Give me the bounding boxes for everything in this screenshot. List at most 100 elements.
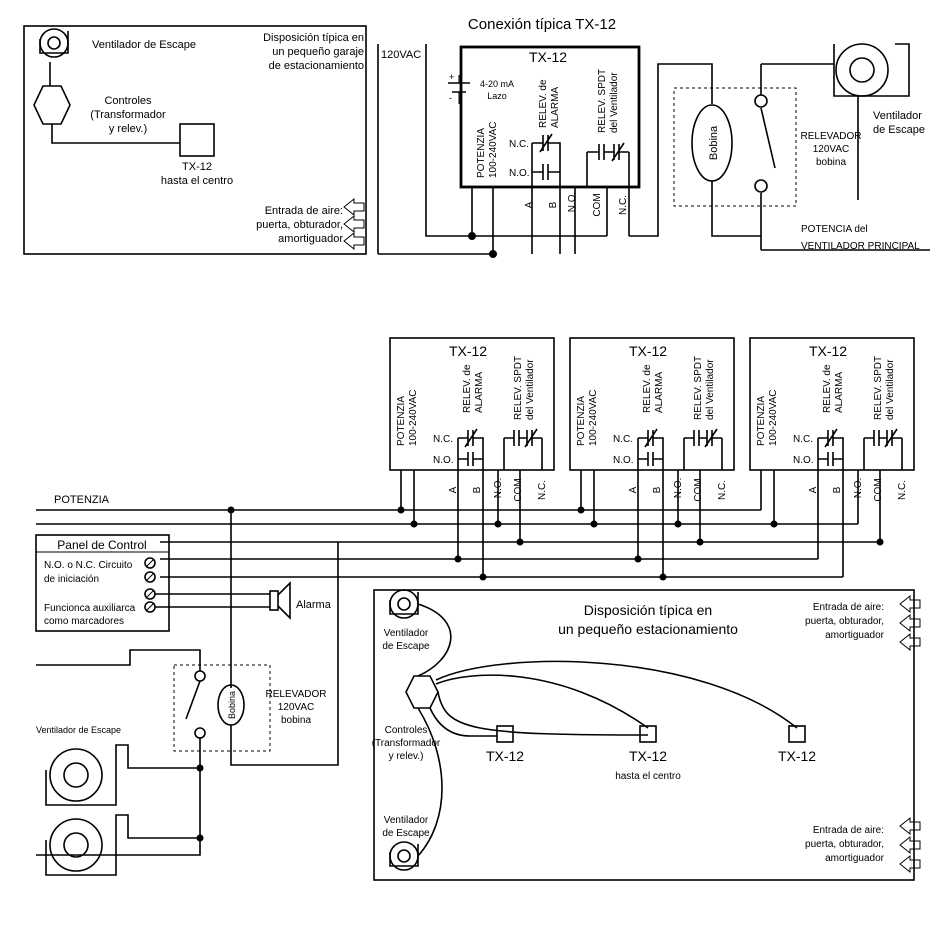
svg-text:B: B xyxy=(472,486,483,493)
svg-text:RELEV. de: RELEV. de xyxy=(462,364,473,413)
svg-text:del Ventilador: del Ventilador xyxy=(525,359,536,420)
top-wiring-diagram: Conexión típica TX-12 120VAC TX-12 + - 4… xyxy=(377,16,930,258)
exhaust-fan-icon xyxy=(389,589,419,619)
svg-text:ALARMA: ALARMA xyxy=(834,372,845,413)
svg-text:TX-12: TX-12 xyxy=(629,343,667,359)
svg-text:POTENZIA: POTENZIA xyxy=(576,396,587,446)
svg-text:POTENCIA del: POTENCIA del xyxy=(801,224,868,235)
svg-text:B: B xyxy=(652,486,663,493)
svg-text:RELEV. SPDT: RELEV. SPDT xyxy=(873,356,884,420)
svg-text:100-240VAC: 100-240VAC xyxy=(588,389,599,446)
exhaust-fan-icon xyxy=(833,43,910,97)
svg-text:del Ventilador: del Ventilador xyxy=(885,359,896,420)
svg-text:ALARMA: ALARMA xyxy=(654,372,665,413)
svg-text:N.O.: N.O. xyxy=(433,455,454,466)
controls-hexagon-icon xyxy=(33,85,71,125)
svg-text:A: A xyxy=(808,486,819,493)
svg-text:del Ventilador: del Ventilador xyxy=(705,359,716,420)
svg-text:100-240VAC: 100-240VAC xyxy=(488,121,499,178)
svg-text:120VAC: 120VAC xyxy=(813,144,850,155)
svg-text:RELEV. de: RELEV. de xyxy=(642,364,653,413)
svg-text:N.O.: N.O. xyxy=(673,478,684,499)
exhaust-fan-icon xyxy=(45,814,200,876)
controls-hexagon-icon xyxy=(405,675,439,709)
svg-text:120VAC: 120VAC xyxy=(278,702,315,713)
svg-text:TX-12: TX-12 xyxy=(182,161,212,173)
svg-text:N.O.: N.O. xyxy=(613,455,634,466)
svg-text:Ventilador: Ventilador xyxy=(873,110,922,122)
fan-label: Ventilador de Escape xyxy=(92,39,196,51)
svg-text:RELEV. SPDT: RELEV. SPDT xyxy=(513,356,524,420)
svg-text:Entrada de aire:: Entrada de aire: xyxy=(813,825,884,836)
svg-text:RELEVADOR: RELEVADOR xyxy=(801,131,862,142)
svg-text:TX-12: TX-12 xyxy=(629,748,667,764)
svg-text:Ventilador: Ventilador xyxy=(384,628,429,639)
svg-text:bobina: bobina xyxy=(816,157,846,168)
air-inlet-arrow-icon xyxy=(899,817,921,835)
alarm-horn-icon: Alarma xyxy=(269,581,332,620)
svg-text:bobina: bobina xyxy=(281,715,311,726)
svg-text:100-240VAC: 100-240VAC xyxy=(408,389,419,446)
svg-text:Ventilador: Ventilador xyxy=(384,815,429,826)
svg-text:amortiguador: amortiguador xyxy=(278,233,343,245)
tx12-device xyxy=(459,45,641,189)
svg-text:como marcadores: como marcadores xyxy=(44,616,124,627)
svg-text:y relev.): y relev.) xyxy=(109,123,147,135)
svg-text:Bobina: Bobina xyxy=(708,125,720,160)
exhaust-fan-icon xyxy=(45,744,200,806)
svg-text:N.C.: N.C. xyxy=(618,195,629,215)
svg-text:COM: COM xyxy=(693,478,704,501)
svg-text:puerta, obturador,: puerta, obturador, xyxy=(256,219,343,231)
svg-text:un pequeño estacionamiento: un pequeño estacionamiento xyxy=(558,621,738,637)
svg-text:A: A xyxy=(448,486,459,493)
svg-text:un pequeño garaje: un pequeño garaje xyxy=(272,46,364,58)
svg-text:Lazo: Lazo xyxy=(487,91,507,101)
svg-text:4-20 mA: 4-20 mA xyxy=(480,79,514,89)
svg-text:N.O.: N.O. xyxy=(853,478,864,499)
svg-text:N.C.: N.C. xyxy=(537,480,548,500)
top-layout-panel: Ventilador de Escape Disposición típica … xyxy=(23,25,367,255)
svg-text:Entrada de aire:: Entrada de aire: xyxy=(813,602,884,613)
svg-text:N.C.: N.C. xyxy=(793,434,813,445)
svg-text:RELEV. SPDT: RELEV. SPDT xyxy=(693,356,704,420)
svg-text:N.C.: N.C. xyxy=(433,434,453,445)
svg-text:puerta, obturador,: puerta, obturador, xyxy=(805,616,884,627)
svg-text:TX-12: TX-12 xyxy=(809,343,847,359)
svg-text:POTENZIA: POTENZIA xyxy=(476,128,487,178)
tx12-sensor-icon xyxy=(788,725,806,743)
svg-text:N.C.: N.C. xyxy=(509,139,529,150)
svg-text:ALARMA: ALARMA xyxy=(550,87,561,128)
svg-text:hasta el centro: hasta el centro xyxy=(161,175,233,187)
svg-text:RELEV. de: RELEV. de xyxy=(538,79,549,128)
power-buses: POTENZIA xyxy=(36,494,884,581)
svg-text:100-240VAC: 100-240VAC xyxy=(768,389,779,446)
svg-text:Controles: Controles xyxy=(104,95,152,107)
svg-text:TX-12: TX-12 xyxy=(529,49,567,65)
svg-text:Bobina: Bobina xyxy=(227,691,237,719)
svg-text:COM: COM xyxy=(513,478,524,501)
svg-text:Ventilador de Escape: Ventilador de Escape xyxy=(36,725,121,735)
svg-text:de Escape: de Escape xyxy=(873,124,925,136)
svg-text:TX-12: TX-12 xyxy=(486,748,524,764)
svg-text:POTENZIA: POTENZIA xyxy=(54,494,110,506)
svg-text:y relev.): y relev.) xyxy=(389,751,424,762)
tx12-sensor-icon xyxy=(639,725,657,743)
svg-text:N.O. o N.C. Circuito: N.O. o N.C. Circuito xyxy=(44,560,133,571)
svg-text:N.C.: N.C. xyxy=(717,480,728,500)
svg-text:-: - xyxy=(449,93,452,103)
air-inlet-arrow-icon xyxy=(343,198,365,216)
svg-text:+: + xyxy=(449,72,454,82)
tx12-sensor-icon xyxy=(179,123,215,157)
svg-text:TX-12: TX-12 xyxy=(778,748,816,764)
svg-text:de iniciación: de iniciación xyxy=(44,574,99,585)
svg-text:(Transformador: (Transformador xyxy=(372,738,441,749)
svg-text:hasta el centro: hasta el centro xyxy=(615,771,681,782)
svg-text:B: B xyxy=(832,486,843,493)
svg-text:VENTILADOR PRINCIPAL: VENTILADOR PRINCIPAL xyxy=(801,241,920,252)
panel-title: Panel de Control xyxy=(57,538,146,552)
svg-text:Alarma: Alarma xyxy=(296,599,332,611)
svg-text:N.O.: N.O. xyxy=(567,192,578,213)
svg-text:A: A xyxy=(524,201,535,208)
terminal-screw-icon xyxy=(144,557,156,613)
